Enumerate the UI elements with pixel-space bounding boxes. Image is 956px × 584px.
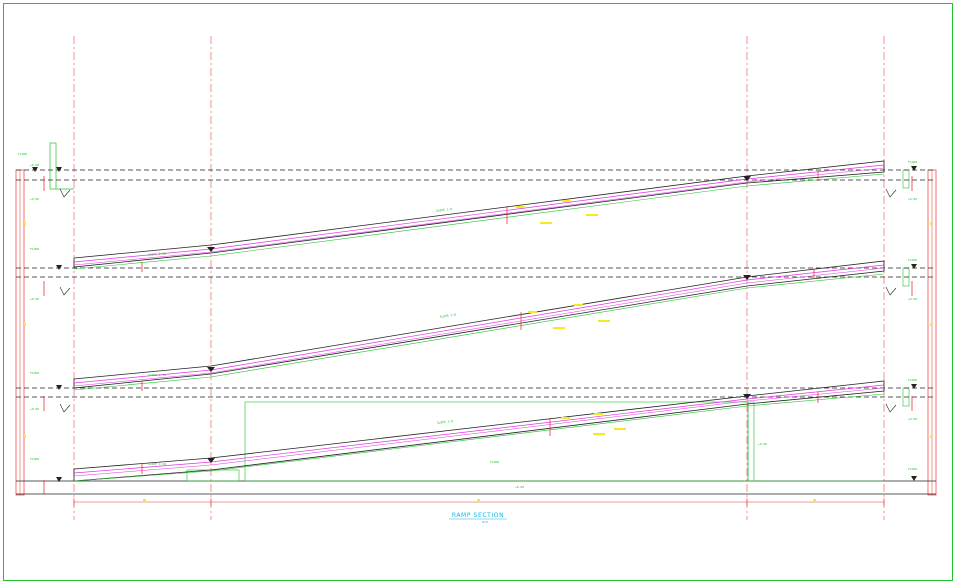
svg-text:FLOOR: FLOOR	[908, 378, 917, 382]
svg-text:+0.00: +0.00	[908, 197, 917, 201]
ground-slab	[16, 401, 936, 495]
svg-text:SLOPE 1:8: SLOPE 1:8	[440, 312, 457, 319]
svg-text:SLOPE 1:10: SLOPE 1:10	[148, 462, 166, 466]
svg-text:+0.00: +0.00	[30, 407, 39, 411]
svg-text:FLOOR: FLOOR	[18, 152, 27, 156]
right-wall	[902, 169, 937, 496]
annotations: SLOPE 1:8 SLOPE 1:8 SLOPE 1:8 SLOPE 1:10…	[18, 152, 917, 489]
svg-text:+0.00: +0.00	[908, 417, 917, 421]
svg-text:FLOOR: FLOOR	[908, 467, 917, 471]
ramp-lower	[73, 380, 885, 482]
svg-text:FLOOR: FLOOR	[30, 371, 39, 375]
drawing-frame	[3, 3, 953, 581]
dimension-line	[73, 498, 885, 506]
break-symbol-icon	[59, 188, 897, 413]
svg-text:+0.00: +0.00	[30, 297, 39, 301]
svg-text:SLOPE 1:10: SLOPE 1:10	[148, 251, 167, 257]
svg-text:SLOPE 1:10: SLOPE 1:10	[148, 373, 166, 377]
ramp-upper	[73, 160, 885, 270]
svg-text:FLOOR: FLOOR	[30, 457, 39, 461]
svg-text:+0.00: +0.00	[30, 163, 39, 167]
svg-text:FLOOR: FLOOR	[490, 460, 499, 464]
level-marker-icon	[32, 166, 917, 482]
svg-text:+0.00: +0.00	[758, 442, 767, 446]
svg-text:+0.00: +0.00	[30, 197, 39, 201]
svg-text:+0.00: +0.00	[515, 485, 524, 489]
annotation-tags	[24, 200, 932, 501]
ramp-middle	[73, 260, 885, 391]
dimension-arrow-icon	[43, 171, 913, 494]
svg-text:FLOOR: FLOOR	[30, 247, 39, 251]
svg-text:+0.00: +0.00	[908, 297, 917, 301]
svg-text:SLOPE 1:8: SLOPE 1:8	[436, 207, 453, 213]
svg-text:FLOOR: FLOOR	[908, 160, 917, 164]
floor-slabs	[16, 169, 936, 398]
svg-text:FLOOR: FLOOR	[908, 258, 917, 262]
section-scale: NTS	[482, 520, 488, 524]
section-title: RAMP SECTION	[452, 512, 504, 519]
svg-text:SLOPE 1:8: SLOPE 1:8	[437, 419, 454, 425]
